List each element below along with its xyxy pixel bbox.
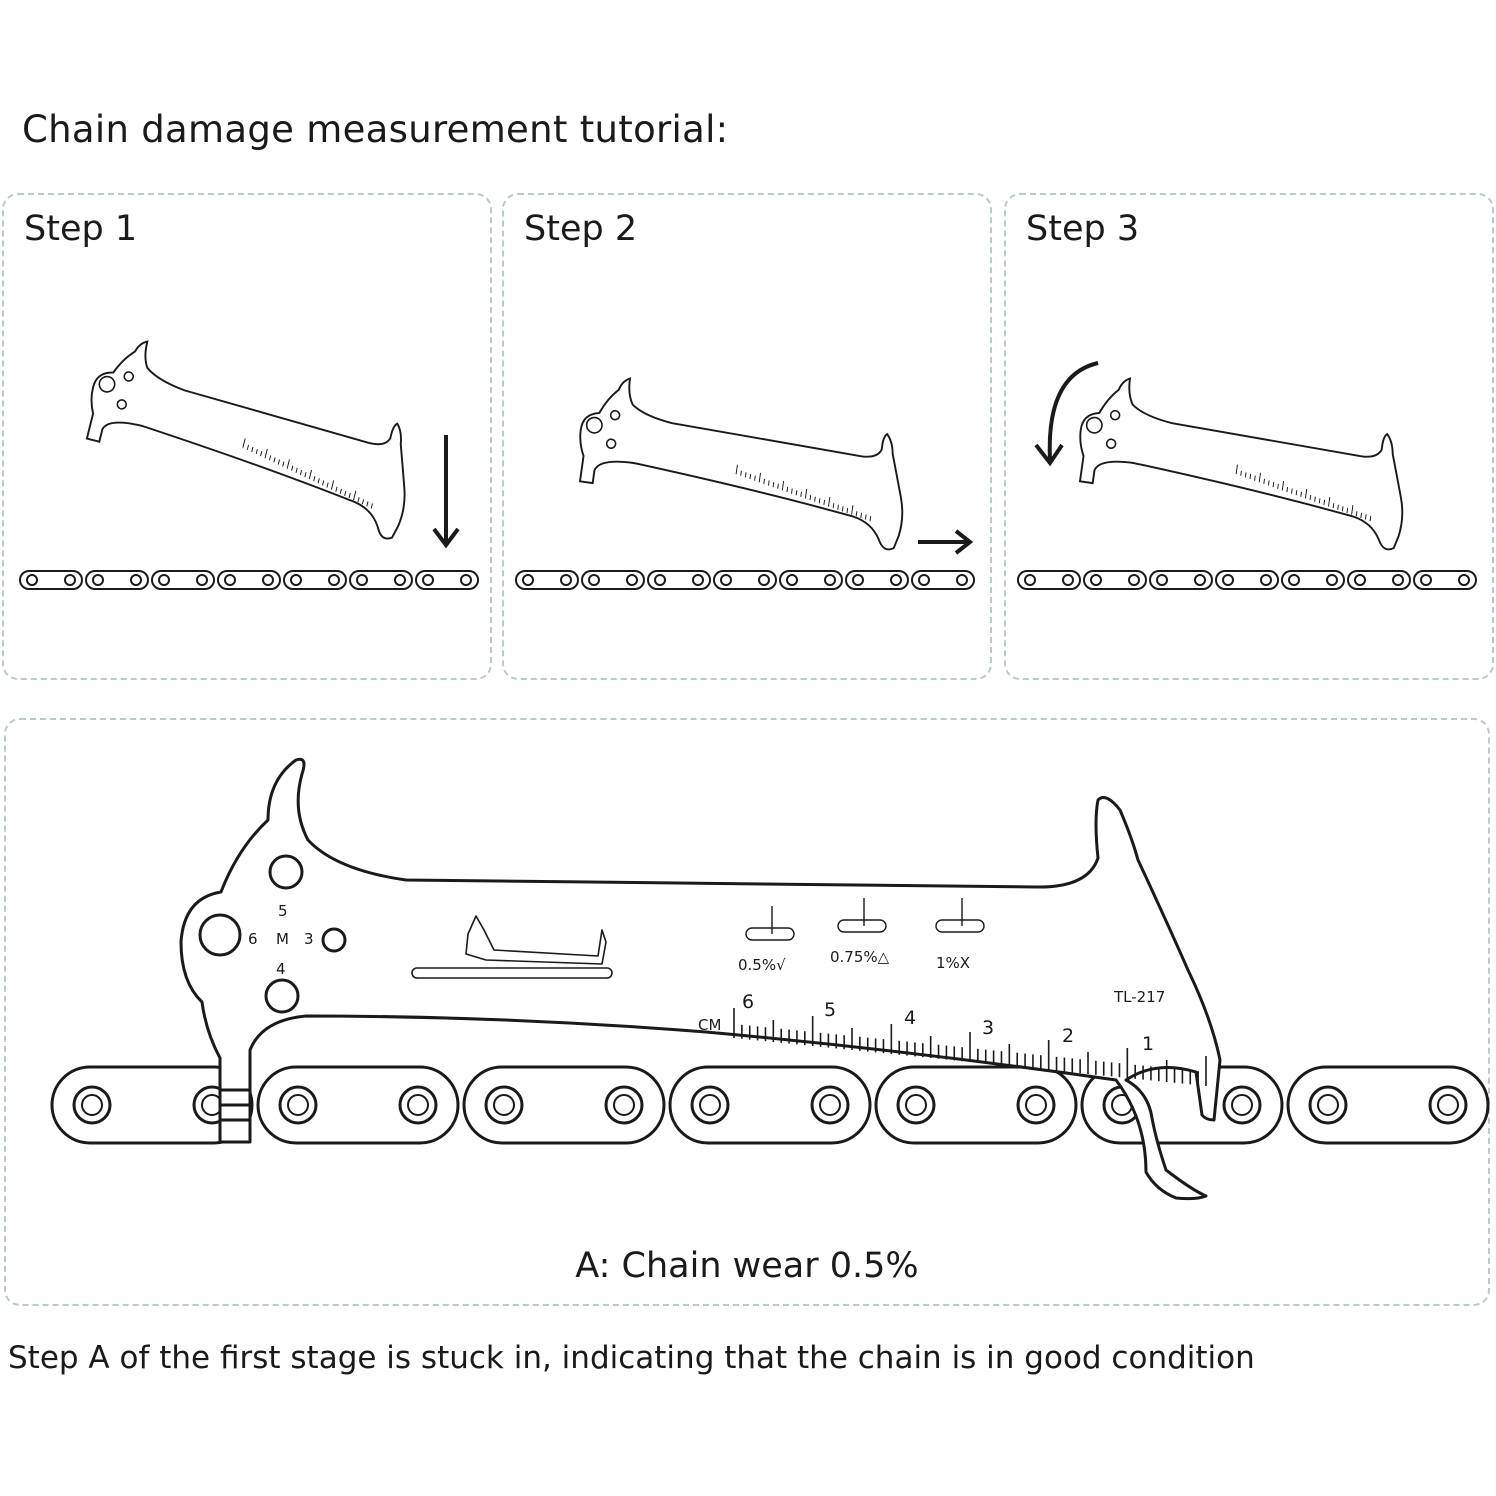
step-2-illustration bbox=[515, 377, 975, 590]
step-2-label: Step 2 bbox=[524, 209, 638, 249]
hex-label-4: 4 bbox=[276, 960, 286, 978]
chain-link bbox=[668, 1065, 872, 1145]
page-title: Chain damage measurement tutorial: bbox=[22, 108, 729, 151]
chain bbox=[50, 1065, 1490, 1145]
chain bbox=[515, 570, 975, 590]
chain-link bbox=[1281, 570, 1345, 590]
chain-link bbox=[1149, 570, 1213, 590]
chain-link bbox=[1083, 570, 1147, 590]
hex-label-m: M bbox=[276, 930, 289, 948]
chain-link bbox=[349, 570, 413, 590]
chain bbox=[19, 570, 479, 590]
chain-checker-tool bbox=[85, 340, 406, 540]
chain-link bbox=[217, 570, 281, 590]
chain-link bbox=[874, 1065, 1078, 1145]
chain-link bbox=[1413, 570, 1477, 590]
chain-link bbox=[462, 1065, 666, 1145]
chain-link bbox=[647, 570, 711, 590]
unit-label: CM bbox=[698, 1016, 721, 1034]
scale-label: 3 bbox=[982, 1017, 994, 1039]
detail-panel: 5 6 M 3 4 0.5%√ 0.75%△ 1%X TL-217 CM 6 5… bbox=[4, 718, 1490, 1306]
chain-link bbox=[283, 570, 347, 590]
chain-link bbox=[50, 1065, 254, 1145]
hex-label-5: 5 bbox=[278, 902, 288, 920]
chain-checker-tool bbox=[578, 377, 904, 551]
chain-link bbox=[1215, 570, 1279, 590]
step-1-illustration bbox=[19, 340, 479, 590]
chain-link bbox=[415, 570, 479, 590]
chain-link bbox=[256, 1065, 460, 1145]
chain bbox=[1017, 570, 1477, 590]
step-3-label: Step 3 bbox=[1026, 209, 1140, 249]
chain-link bbox=[19, 570, 83, 590]
step-1-panel: Step 1 bbox=[2, 193, 492, 680]
step-3-panel: Step 3 bbox=[1004, 193, 1494, 680]
wear-caption: A: Chain wear 0.5% bbox=[575, 1246, 919, 1286]
chain-link bbox=[515, 570, 579, 590]
chain-link bbox=[85, 570, 149, 590]
step-3-illustration bbox=[1017, 361, 1477, 590]
chain-link bbox=[151, 570, 215, 590]
step-1-label: Step 1 bbox=[24, 209, 138, 249]
footer-note: Step A of the first stage is stuck in, i… bbox=[8, 1340, 1255, 1376]
model-label: TL-217 bbox=[1113, 988, 1165, 1006]
scale-label: 1 bbox=[1142, 1033, 1154, 1055]
chain-link bbox=[845, 570, 909, 590]
hex-label-3: 3 bbox=[304, 930, 314, 948]
detail-illustration: 5 6 M 3 4 0.5%√ 0.75%△ 1%X TL-217 CM 6 5… bbox=[50, 757, 1490, 1201]
down-arrow-icon bbox=[432, 435, 460, 549]
indicator-label: 0.75%△ bbox=[830, 948, 890, 966]
rotate-arrow-icon bbox=[1034, 361, 1099, 467]
scale-label: 4 bbox=[904, 1007, 916, 1029]
scale-label: 2 bbox=[1062, 1025, 1074, 1047]
chain-checker-tool bbox=[1078, 377, 1404, 551]
scale-label: 5 bbox=[824, 999, 836, 1021]
hex-label-6: 6 bbox=[248, 930, 258, 948]
right-arrow-icon bbox=[918, 529, 974, 555]
indicator-label: 0.5%√ bbox=[738, 956, 786, 974]
chain-link bbox=[779, 570, 843, 590]
chain-link bbox=[1347, 570, 1411, 590]
step-2-panel: Step 2 bbox=[502, 193, 992, 680]
chain-link bbox=[713, 570, 777, 590]
chain-link bbox=[911, 570, 975, 590]
scale-label: 6 bbox=[742, 991, 754, 1013]
chain-link bbox=[581, 570, 645, 590]
indicator-label: 1%X bbox=[936, 954, 970, 972]
chain-checker-tool bbox=[179, 757, 1222, 1201]
chain-link bbox=[1286, 1065, 1490, 1145]
chain-link bbox=[1017, 570, 1081, 590]
